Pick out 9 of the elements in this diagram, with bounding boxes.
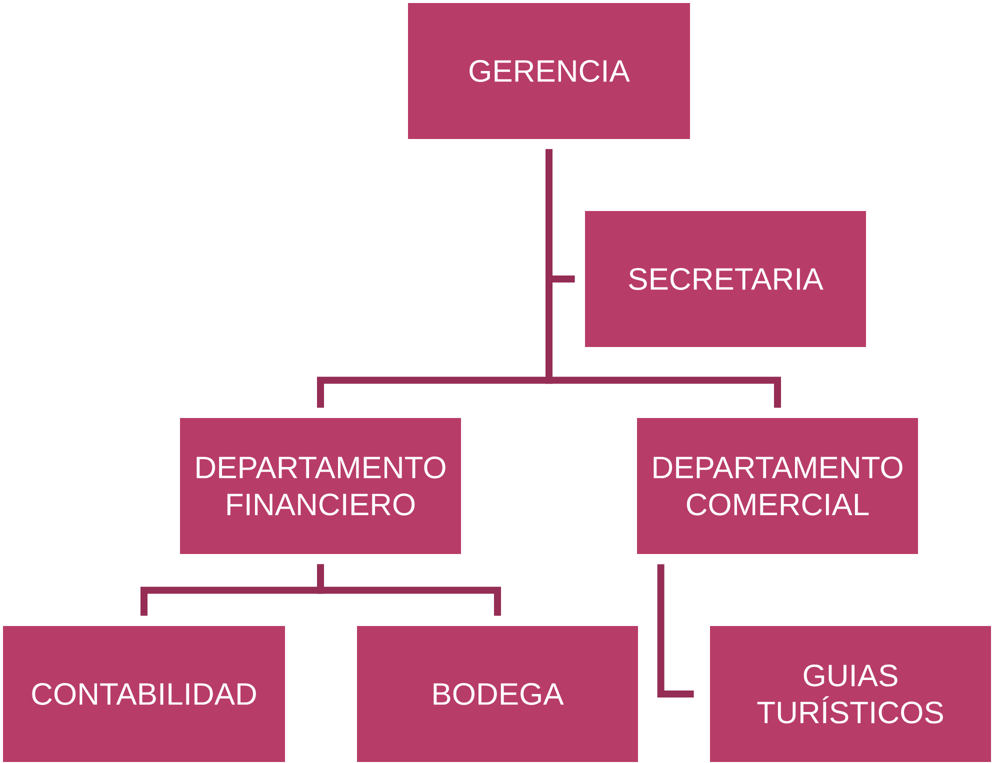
org-box: DEPARTAMENTO COMERCIAL bbox=[637, 418, 918, 554]
org-box: CONTABILIDAD bbox=[3, 626, 285, 762]
org-box: BODEGA bbox=[357, 626, 638, 762]
connector-line bbox=[657, 564, 694, 698]
org-box: GERENCIA bbox=[408, 3, 690, 139]
org-box: SECRETARIA bbox=[585, 211, 866, 347]
org-box: GUIAS TURÍSTICOS bbox=[710, 626, 991, 762]
connector-line bbox=[317, 564, 501, 616]
org-box: DEPARTAMENTO FINANCIERO bbox=[180, 418, 461, 554]
